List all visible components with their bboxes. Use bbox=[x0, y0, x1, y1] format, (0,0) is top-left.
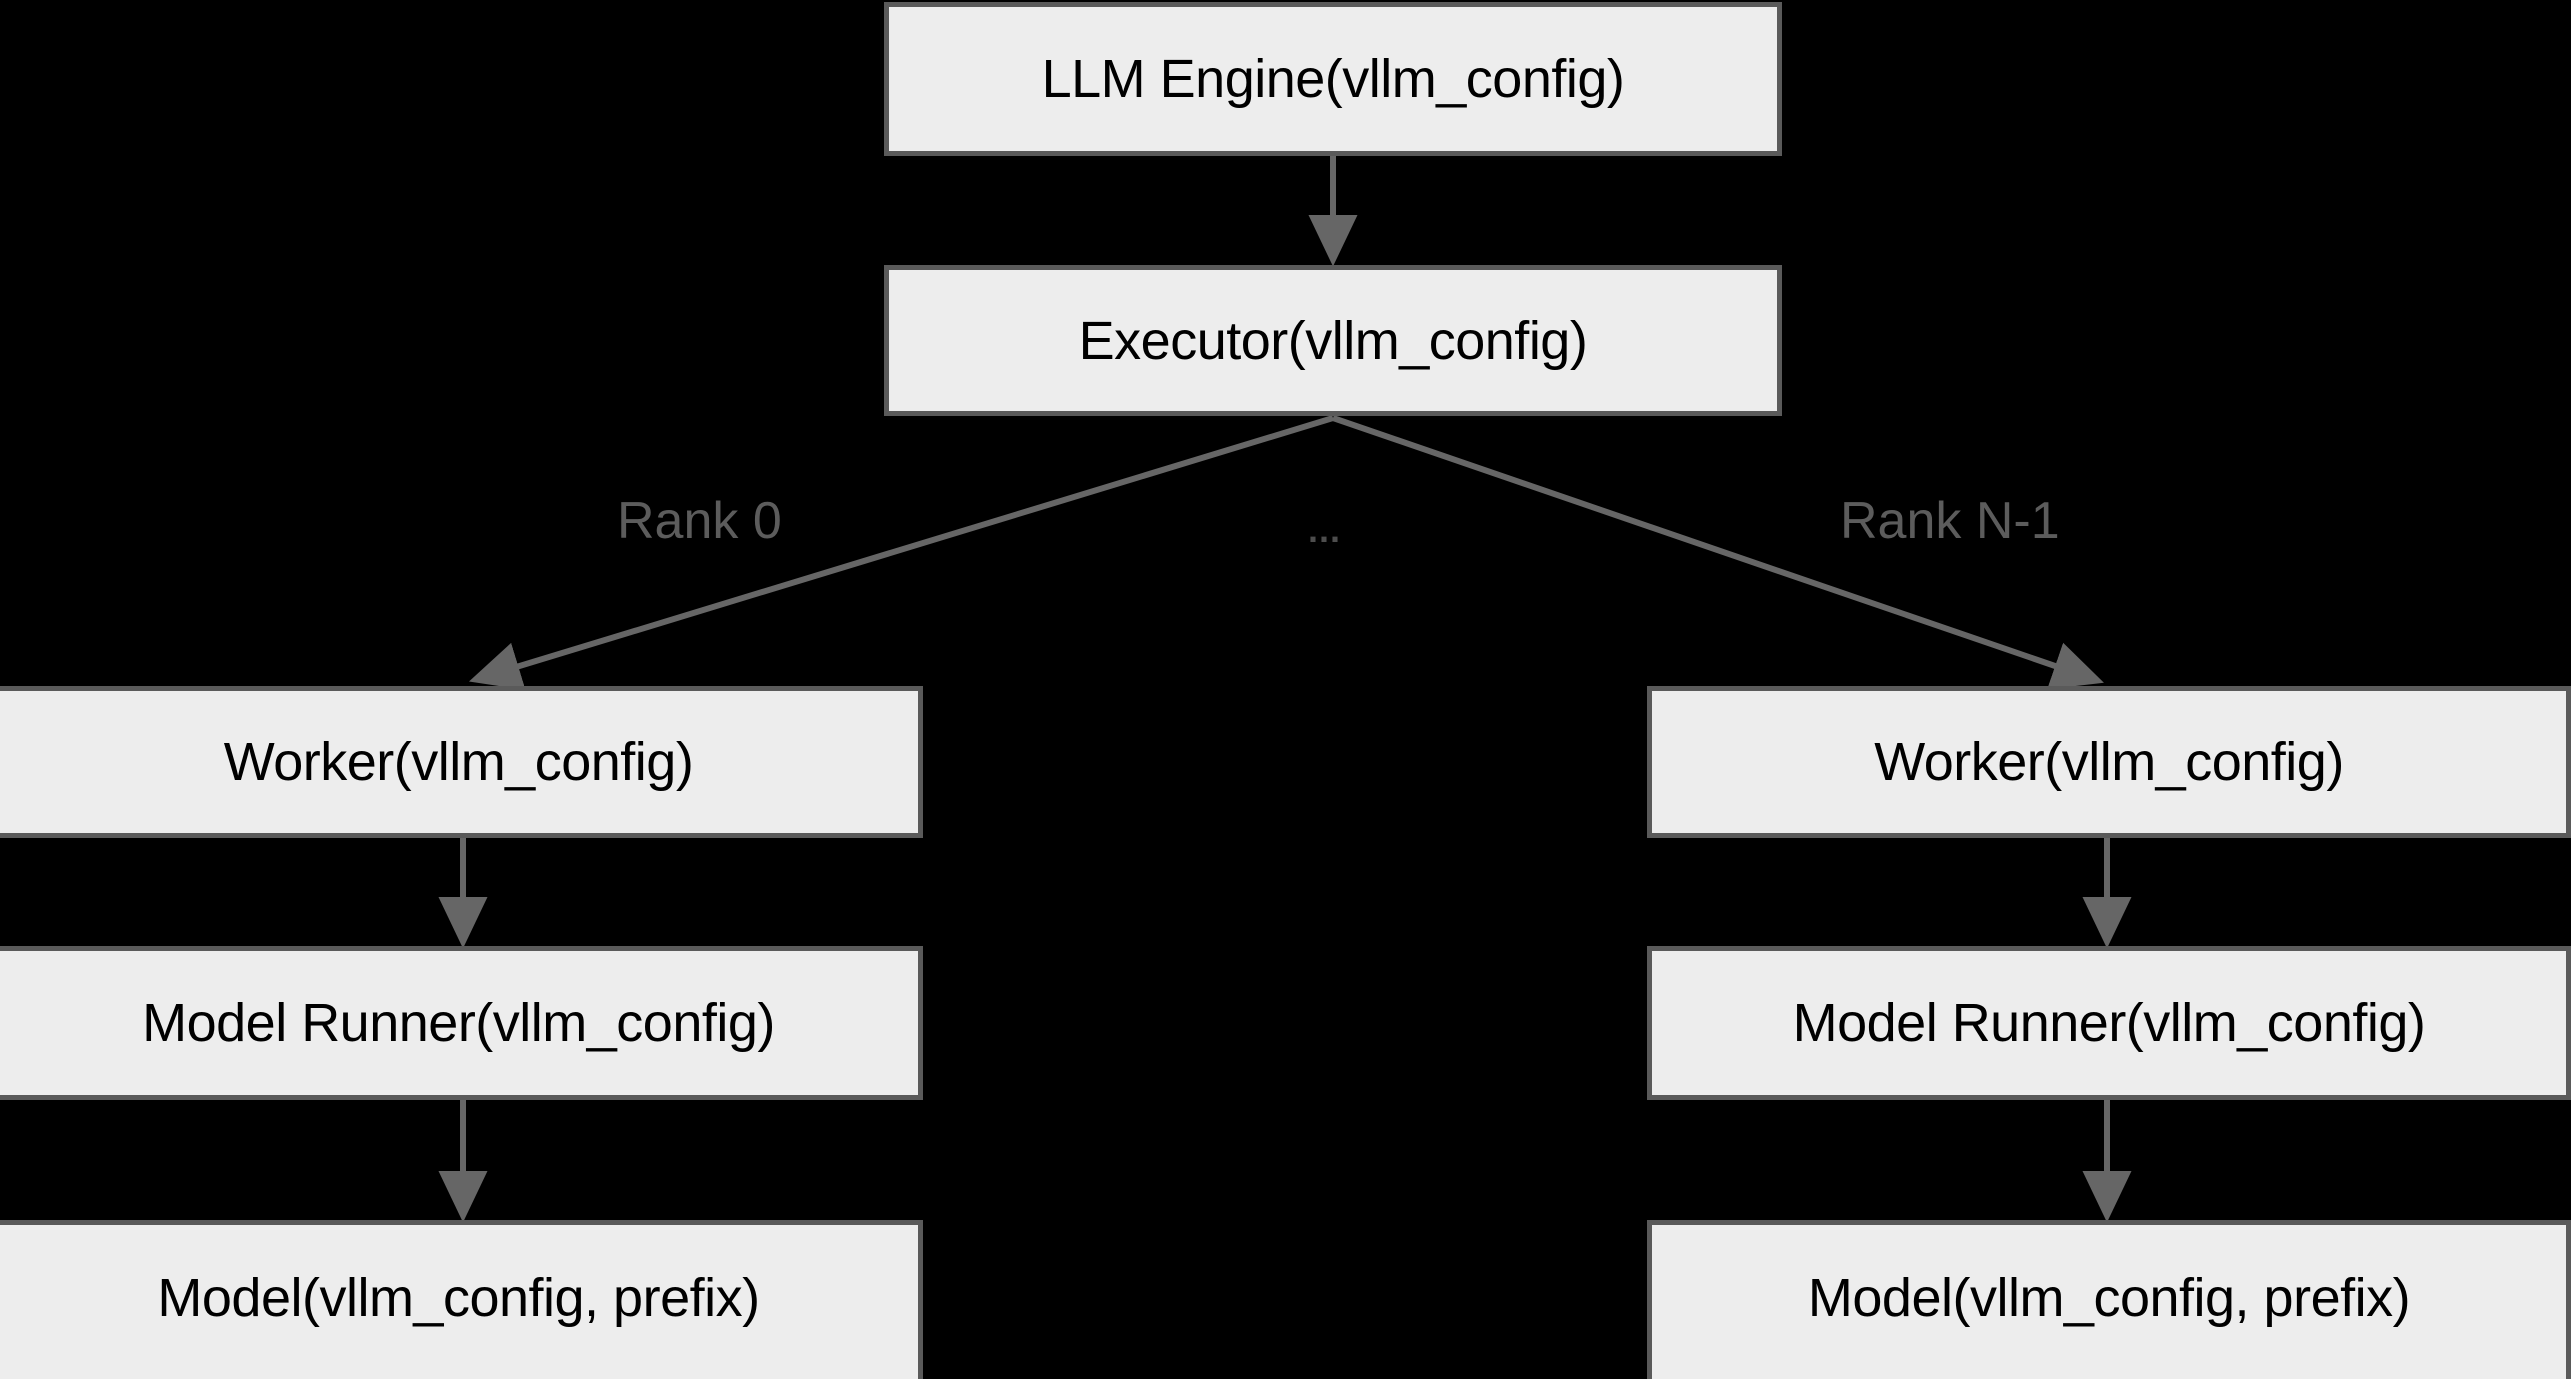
node-model-rank0[interactable]: Model(vllm_config, prefix) bbox=[0, 1220, 923, 1379]
node-worker-rank0-label: Worker(vllm_config) bbox=[223, 732, 694, 792]
node-model-rank0-label: Model(vllm_config, prefix) bbox=[157, 1268, 760, 1328]
edge-label-rank-0: Rank 0 bbox=[617, 492, 782, 550]
node-llm-engine-label: LLM Engine(vllm_config) bbox=[1041, 49, 1625, 109]
node-model-runner-rank0[interactable]: Model Runner(vllm_config) bbox=[0, 946, 923, 1100]
node-model-rankn-label: Model(vllm_config, prefix) bbox=[1807, 1268, 2411, 1328]
node-worker-rankn[interactable]: Worker(vllm_config) bbox=[1647, 686, 2571, 838]
edge-label-rank-ellipsis: ... bbox=[1308, 509, 1342, 550]
node-executor[interactable]: Executor(vllm_config) bbox=[884, 265, 1782, 416]
node-model-runner-rankn-label: Model Runner(vllm_config) bbox=[1792, 993, 2426, 1053]
node-worker-rank0[interactable]: Worker(vllm_config) bbox=[0, 686, 923, 838]
node-executor-label: Executor(vllm_config) bbox=[1078, 310, 1588, 371]
edge-label-rank-n-1: Rank N-1 bbox=[1840, 492, 2060, 550]
node-model-runner-rank0-label: Model Runner(vllm_config) bbox=[142, 993, 775, 1053]
node-llm-engine[interactable]: LLM Engine(vllm_config) bbox=[884, 2, 1782, 156]
node-worker-rankn-label: Worker(vllm_config) bbox=[1874, 732, 2344, 792]
node-model-rankn[interactable]: Model(vllm_config, prefix) bbox=[1647, 1220, 2571, 1379]
edge-executor-to-worker-rank0 bbox=[468, 415, 1334, 690]
node-model-runner-rankn[interactable]: Model Runner(vllm_config) bbox=[1647, 946, 2571, 1100]
